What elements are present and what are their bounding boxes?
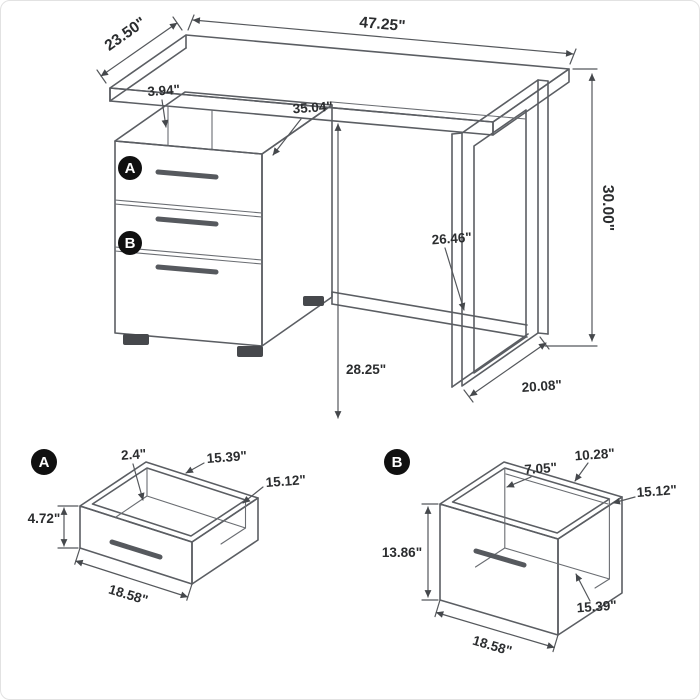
dim-b-side-depth-label: 7.05" [524,460,558,477]
dim-b-back-width-label: 10.28" [574,446,615,464]
desk-stretcher-beam [331,291,528,338]
pedestal-foot-front-right [237,346,263,357]
dim-b-inner-depth-label: 15.12" [636,482,677,500]
dim-leg-depth-label: 20.08" [521,377,562,395]
drawer-b-handle [473,548,527,568]
dim-top-width-label: 47.25" [359,14,406,35]
dim-knee-width: 35.04" [272,99,333,156]
dim-top-gap-label: 3.94" [147,82,181,99]
dim-b-outer-width-label: 18.58" [471,633,514,659]
dim-a-inner-depth: 15.12" [242,472,306,504]
main-desk-drawing: A B 47.25" 23.50" [96,14,616,419]
drawer-a-detail: A 2.4" 15.39" [28,446,307,608]
drawer-b-badge: B [118,231,142,255]
drawer-a-detail-badge: A [31,449,57,475]
dim-b-back-width: 10.28" [574,446,615,482]
drawer-a-detail-badge-label: A [39,454,50,471]
dim-floor-clearance: 28.25" [334,123,386,419]
dim-b-inner-width: 15.39" [575,573,617,616]
drawer-a-box [79,461,259,585]
drawer-a-badge: A [118,156,142,180]
drawer2-handle [155,216,219,227]
file-drawer-handle [155,264,219,275]
dim-a-height: 4.72" [28,505,79,549]
drawer-b-badge-label: B [125,235,136,252]
desk-back-rail [331,101,527,120]
dim-a-inner-width-label: 15.39" [206,448,247,466]
desk-mount-bracket [167,106,213,150]
dim-knee-width-label: 35.04" [292,99,333,117]
drawer-b-box [439,461,623,636]
dim-a-front-lip-label: 2.4" [121,446,147,463]
dim-top-depth: 23.50" [96,14,183,84]
dim-top-gap: 3.94" [147,82,181,128]
drawer-b-detail-badge: B [384,449,410,475]
dim-top-width: 47.25" [187,14,577,65]
drawer-b-detail: B 7.05" 10.28" [382,446,677,659]
pedestal-foot-front-left [123,334,149,345]
drawer-a-handle [109,539,163,560]
drawer-b-detail-badge-label: B [392,454,403,471]
dim-a-front-lip: 2.4" [121,446,147,501]
dim-leg-depth: 20.08" [463,336,562,403]
dim-b-side-depth: 7.05" [506,460,558,488]
dim-top-depth-label: 23.50" [102,14,150,54]
dim-height-label: 30.00" [599,185,616,231]
dim-b-height: 13.86" [382,503,439,601]
dim-inner-span-label: 26.46" [431,230,472,248]
dim-a-inner-depth-label: 15.12" [265,472,306,490]
desk-pedestal [114,91,333,357]
dim-a-height-label: 4.72" [28,511,61,526]
dim-inner-span: 26.46" [431,230,472,311]
pedestal-foot-back [303,296,324,306]
dim-height: 30.00" [544,68,616,347]
drawer-a-badge-label: A [125,160,136,177]
dim-a-inner-width: 15.39" [185,448,247,474]
dim-b-height-label: 13.86" [382,545,422,560]
drawer1-handle [155,169,219,180]
dim-a-outer-width-label: 18.58" [107,582,150,608]
dim-b-inner-depth: 15.12" [612,482,677,505]
dim-b-inner-width-label: 15.39" [576,598,617,616]
dim-floor-clearance-label: 28.25" [346,362,386,377]
